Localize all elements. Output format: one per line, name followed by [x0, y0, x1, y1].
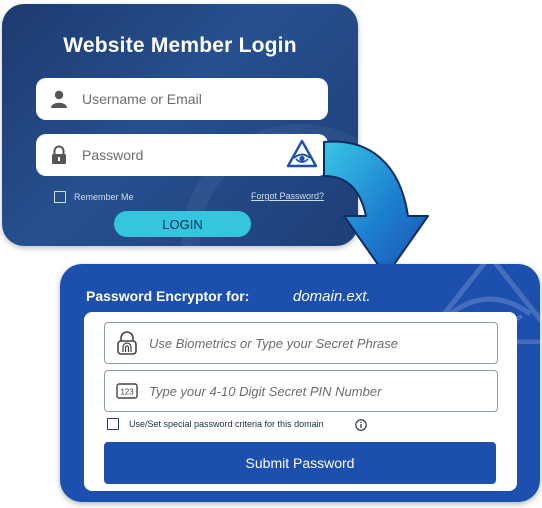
user-icon — [36, 89, 82, 109]
username-field[interactable]: Username or Email — [36, 78, 328, 120]
login-card: Website Member Login Username or Email P… — [2, 4, 358, 246]
criteria-checkbox[interactable] — [107, 418, 119, 430]
secret-phrase-input[interactable]: Use Biometrics or Type your Secret Phras… — [104, 322, 498, 364]
encryptor-card: Password Encryptor for: domain.ext. Use … — [60, 264, 540, 502]
password-placeholder: Password — [82, 147, 144, 163]
password-field[interactable]: Password — [36, 134, 328, 176]
criteria-label: Use/Set special password criteria for th… — [129, 419, 324, 429]
username-placeholder: Username or Email — [82, 91, 202, 107]
svg-text:123: 123 — [120, 388, 134, 397]
encryptor-header: Password Encryptor for: — [86, 288, 250, 304]
eye-triangle-icon[interactable] — [286, 139, 318, 174]
submit-password-button[interactable]: Submit Password — [104, 442, 496, 484]
encryptor-domain: domain.ext. — [293, 288, 371, 305]
forgot-password-link[interactable]: Forgot Password? — [251, 191, 325, 201]
login-title: Website Member Login — [63, 34, 297, 57]
fingerprint-lock-icon — [105, 331, 149, 355]
pin-placeholder: Type your 4-10 Digit Secret PIN Number — [149, 383, 382, 399]
pin-input[interactable]: 123 Type your 4-10 Digit Secret PIN Numb… — [104, 370, 498, 412]
remember-checkbox[interactable] — [54, 191, 66, 203]
encryptor-panel: Use Biometrics or Type your Secret Phras… — [84, 312, 517, 491]
curved-arrow-icon — [323, 140, 429, 277]
pin-number-icon: 123 — [105, 383, 149, 399]
login-button[interactable]: LOGIN — [114, 211, 251, 237]
remember-me[interactable]: Remember Me — [54, 191, 134, 203]
secret-phrase-placeholder: Use Biometrics or Type your Secret Phras… — [149, 335, 399, 351]
info-icon[interactable] — [355, 418, 367, 436]
criteria-option[interactable]: Use/Set special password criteria for th… — [107, 418, 324, 430]
lock-icon — [36, 145, 82, 165]
remember-label: Remember Me — [74, 192, 134, 202]
